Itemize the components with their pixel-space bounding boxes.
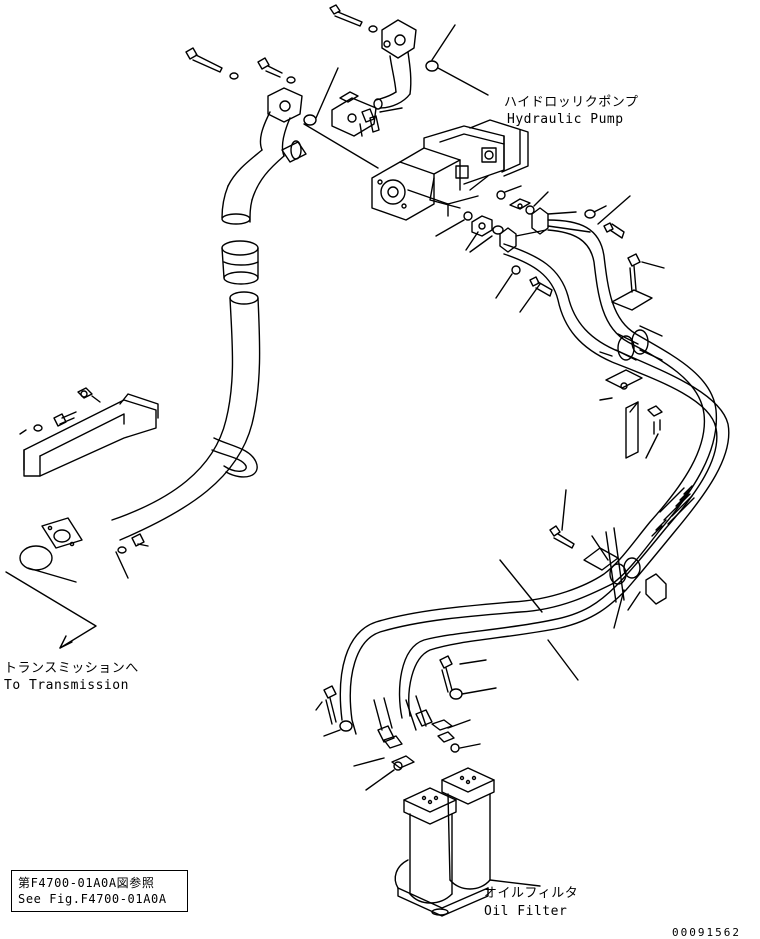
- washer-top: [368, 25, 378, 33]
- tube-flange-right: [495, 195, 631, 313]
- bolt-top: [329, 4, 363, 27]
- drawing-part-number: 00091562: [672, 926, 741, 939]
- leader-tube-a: [499, 559, 543, 613]
- hose-ends: [315, 655, 497, 791]
- tube-clamp-upper: [599, 253, 665, 459]
- leader-tube-b: [547, 639, 579, 681]
- pump-flange-fittings: [331, 91, 403, 137]
- tube-clamp-lower: [549, 489, 667, 629]
- oil-filter-label-en: Oil Filter: [484, 904, 568, 919]
- figure-reference-en: See Fig.F4700-01A0A: [18, 892, 167, 906]
- suction-pipe: [5, 240, 261, 649]
- oil-filter-label-jp: オイルフィルタ: [484, 886, 579, 901]
- figure-reference-jp: 第F4700-01A0A図参照: [18, 876, 155, 890]
- pump-seals: [435, 185, 549, 253]
- o-ring-top: [425, 60, 439, 72]
- left-elbow-assembly: [185, 47, 379, 225]
- hydraulic-tubes: [339, 219, 730, 735]
- transmission-label-jp: トランスミッションへ: [4, 661, 139, 676]
- upper-elbow-assembly: [329, 4, 489, 110]
- pipe-bracket: [19, 387, 159, 477]
- figure-reference-box: 第F4700-01A0A図参照 See Fig.F4700-01A0A: [11, 870, 188, 912]
- hydraulic-pump-label-jp: ハイドロッリクポンプ: [504, 95, 639, 110]
- oil-filter: [394, 767, 541, 917]
- hydraulic-pump-label-en: Hydraulic Pump: [507, 112, 624, 127]
- transmission-label-en: To Transmission: [4, 678, 129, 693]
- hydraulic-pump: [371, 119, 529, 221]
